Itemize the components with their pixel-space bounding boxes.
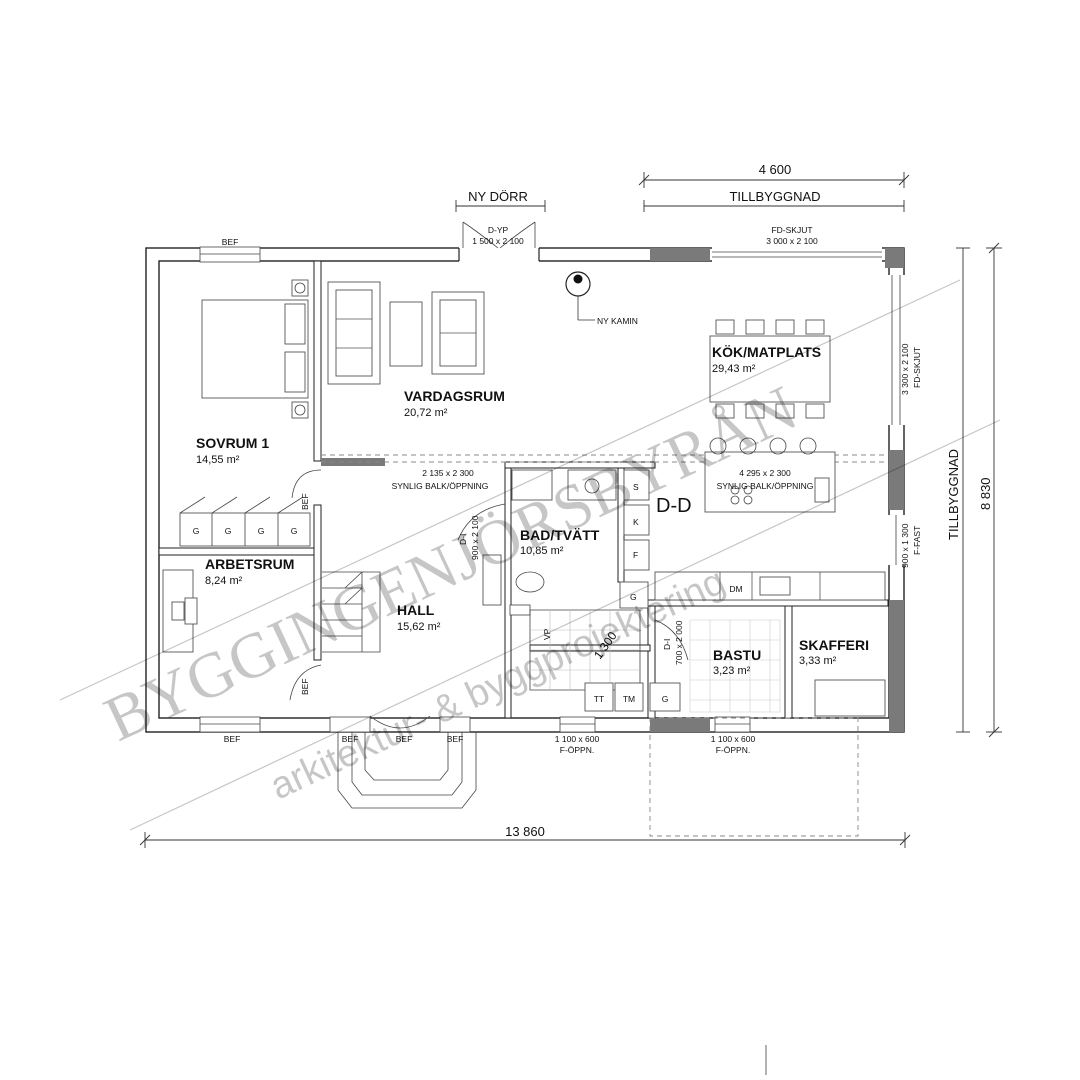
window2-size: 1 100 x 600 (711, 734, 756, 744)
di-1-size: 900 x 2 100 (470, 515, 480, 560)
room-sovrum-name: SOVRUM 1 (196, 435, 269, 451)
dyp-label: D-YP (488, 225, 509, 235)
room-kok-area: 29,43 m² (712, 363, 756, 375)
bef-bottom-left: BEF (224, 734, 241, 744)
label-s: S (633, 482, 639, 492)
tillbyggnad-label: TILLBYGGNAD (729, 189, 820, 204)
dyp-size: 1 500 x 2 100 (472, 236, 524, 246)
sofa-right (431, 291, 485, 375)
window1-type: F-ÖPPN. (560, 745, 594, 755)
room-bad-area: 10,85 m² (520, 545, 564, 557)
room-vardagsrum-area: 20,72 m² (404, 407, 448, 419)
dim-4600: 4 600 (759, 162, 792, 177)
ffast-size: 900 x 1 300 (900, 523, 910, 568)
room-skafferi-area: 3,33 m² (799, 655, 837, 667)
label-g-bath: G (662, 694, 669, 704)
bathroom-fixtures (482, 469, 681, 712)
bef-bottom-1: BEF (342, 734, 359, 744)
wardrobe-g-4: G (291, 526, 298, 536)
bef-side-2: BEF (300, 678, 310, 695)
appliance-column (623, 469, 650, 571)
sofa-left (327, 281, 381, 385)
room-bastu-area: 3,23 m² (713, 665, 751, 677)
balk1-text: SYNLIG BALK/ÖPPNING (392, 481, 489, 491)
di-1-label: D-I (458, 534, 468, 545)
desk (162, 569, 198, 653)
window2-type: F-ÖPPN. (716, 745, 750, 755)
coffee-table (389, 301, 423, 367)
wardrobe (179, 496, 311, 547)
room-bastu-name: BASTU (713, 647, 761, 663)
ffast-label: F-FAST (912, 526, 922, 555)
bef-bottom-3: BEF (447, 734, 464, 744)
dim-8830: 8 830 (978, 477, 993, 510)
pantry-shelf (814, 679, 886, 717)
fireplace (565, 271, 595, 321)
label-tm: TM (623, 694, 635, 704)
bef-side-1: BEF (300, 493, 310, 510)
entrance-porch (337, 715, 477, 809)
room-vardagsrum-name: VARDAGSRUM (404, 388, 505, 404)
label-g-corner: G (630, 592, 637, 602)
dining-table (709, 319, 831, 419)
tillbyggnad-side-label: TILLBYGGNAD (946, 449, 961, 540)
room-bad-name: BAD/TVÄTT (520, 527, 600, 543)
wardrobe-g-2: G (225, 526, 232, 536)
section-label: D-D (656, 495, 692, 517)
wardrobe-g-3: G (258, 526, 265, 536)
di-2-label: D-I (662, 639, 672, 650)
kitchen-counter (619, 571, 886, 609)
label-k: K (633, 517, 639, 527)
sauna-benches (689, 619, 781, 713)
fd-skjut-right-label: FD-SKJUT (912, 347, 922, 388)
room-sovrum-area: 14,55 m² (196, 454, 240, 466)
ny-kamin-label: NY KAMIN (597, 316, 638, 326)
outdoor-area (649, 717, 859, 837)
label-f: F (633, 550, 638, 560)
windows (199, 246, 751, 733)
room-arbetsrum-area: 8,24 m² (205, 575, 243, 587)
bef-bottom-2: BEF (396, 734, 413, 744)
wardrobe-g-1: G (193, 526, 200, 536)
fd-skjut-top-size: 3 000 x 2 100 (766, 236, 818, 246)
dim-13860: 13 860 (505, 824, 545, 839)
label-dm: DM (729, 584, 742, 594)
dimension-lines (139, 172, 1002, 848)
bef-top: BEF (222, 237, 239, 247)
ny-dorr-label: NY DÖRR (468, 189, 528, 204)
room-hall-area: 15,62 m² (397, 621, 441, 633)
room-kok-name: KÖK/MATPLATS (712, 344, 821, 360)
kitchen-island (704, 437, 836, 513)
di-2-size: 700 x 2 000 (674, 620, 684, 665)
doors (289, 221, 689, 701)
stairs (322, 571, 381, 653)
room-skafferi-name: SKAFFERI (799, 637, 869, 653)
label-tt: TT (594, 694, 604, 704)
balk1-size: 2 135 x 2 300 (422, 468, 474, 478)
room-arbetsrum-name: ARBETSRUM (205, 556, 294, 572)
balk2-size: 4 295 x 2 300 (739, 468, 791, 478)
window1-size: 1 100 x 600 (555, 734, 600, 744)
room-hall-name: HALL (397, 602, 435, 618)
labels: 4 600 TILLBYGGNAD NY DÖRR D-YP 1 500 x 2… (193, 162, 993, 839)
fd-skjut-top-label: FD-SKJUT (771, 225, 812, 235)
bed (201, 279, 309, 419)
fd-skjut-right-size: 3 300 x 2 100 (900, 343, 910, 395)
balk2-text: SYNLIG BALK/ÖPPNING (717, 481, 814, 491)
vp-label: VP (542, 628, 552, 640)
